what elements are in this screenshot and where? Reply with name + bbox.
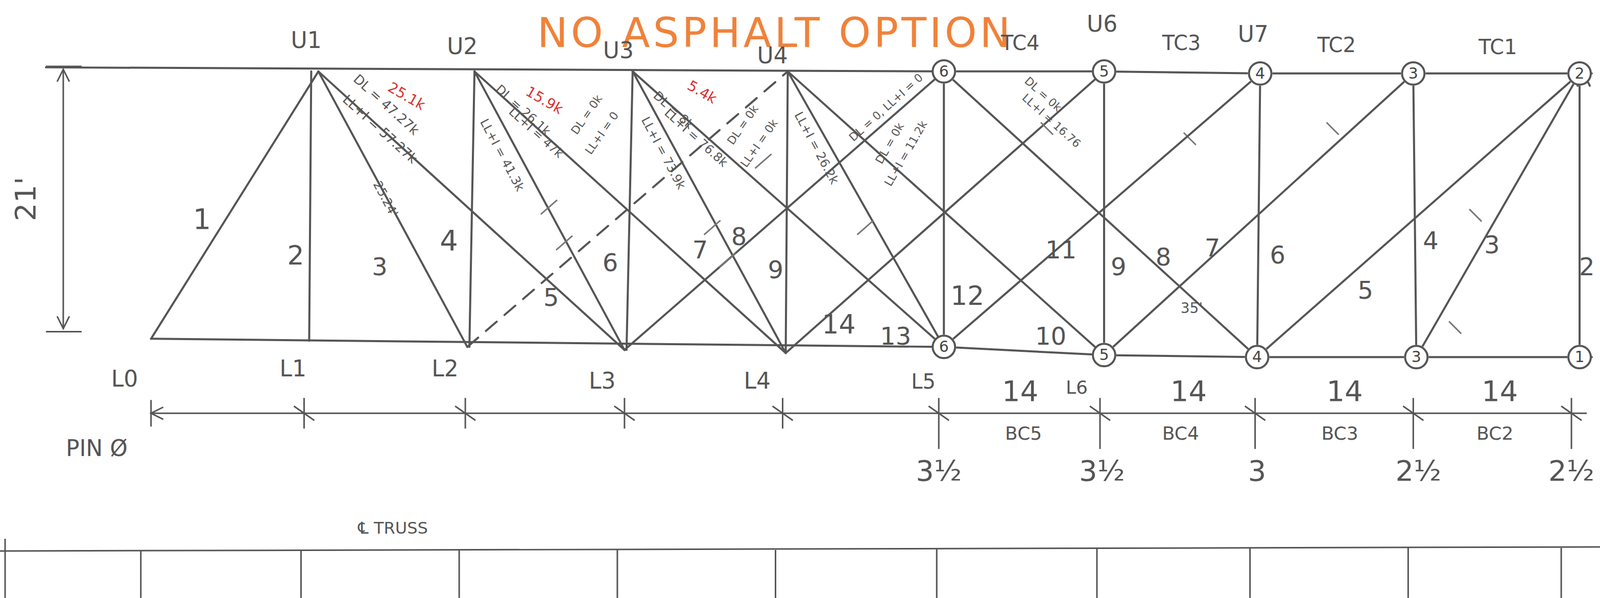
force-annotation: 25.24': [371, 179, 400, 220]
member-label: 14: [1001, 377, 1039, 407]
member-label: 3: [1484, 232, 1500, 258]
truss-member: [1425, 73, 1568, 75]
member-label: 10: [1035, 324, 1067, 349]
joint-number: 6: [939, 63, 949, 80]
truss-member: [1113, 81, 1405, 347]
member-label: 2: [1579, 255, 1595, 280]
joint-number: 4: [1255, 65, 1265, 82]
joint-number: 5: [1099, 63, 1109, 80]
member-label: U1: [290, 29, 322, 53]
truss-member: [1579, 85, 1581, 346]
joint-number: 2: [1574, 65, 1585, 82]
member-label: 1: [193, 205, 212, 234]
member-label: 7: [1204, 235, 1221, 261]
joint-circle: 6: [931, 334, 957, 360]
member-label: 2½: [1548, 457, 1595, 486]
member-label: BC4: [1162, 424, 1200, 443]
member-label: L2: [431, 357, 459, 381]
member-label: 9: [1110, 255, 1127, 280]
member-label: 3½: [1079, 457, 1126, 486]
joint-number: 6: [939, 339, 949, 355]
truss-member: [1103, 83, 1105, 344]
member-label: L0: [111, 368, 138, 391]
member-label: 3: [371, 255, 388, 280]
member-label: TC3: [1162, 32, 1201, 54]
member-label: ℄ TRUSS: [357, 520, 428, 537]
joint-number: 3: [1411, 349, 1422, 365]
member-label: 3½: [915, 457, 962, 486]
member-label: 2: [287, 242, 304, 269]
joint-circle: 1: [1567, 344, 1592, 370]
member-label: BC3: [1321, 424, 1359, 443]
joint-number: 5: [1099, 347, 1109, 363]
member-label: 6: [1270, 243, 1286, 268]
joint-number: 1: [1574, 349, 1585, 365]
member-label: BC2: [1476, 424, 1514, 443]
force-annotation: 5.4k: [685, 78, 720, 107]
member-label: 14: [1481, 377, 1518, 407]
member-label: TC4: [1000, 32, 1040, 54]
joint-number: 3: [1408, 65, 1419, 82]
member-label: 14: [1170, 377, 1207, 407]
joint-circle: 3: [1403, 344, 1429, 370]
member-label: 5: [1357, 278, 1374, 303]
force-annotation: 21': [11, 176, 40, 222]
member-label: 6: [602, 251, 619, 276]
member-label: L4: [744, 370, 771, 393]
truss-member: [943, 83, 945, 336]
joint-circle: 5: [1091, 59, 1117, 84]
member-label: U2: [446, 35, 478, 59]
truss-member: [1422, 84, 1574, 347]
truss-member: [1269, 356, 1405, 358]
member-label: PIN Ø: [65, 437, 128, 461]
member-label: L6: [1065, 378, 1088, 397]
member-label: 8: [1155, 245, 1172, 270]
member-label: 3: [1248, 457, 1267, 486]
member-label: L3: [588, 370, 616, 393]
member-label: TC1: [1478, 36, 1517, 58]
member-label: 5: [543, 285, 560, 310]
joint-circle: 4: [1245, 344, 1270, 370]
member-label: U3: [603, 39, 634, 63]
member-label: TC2: [1317, 34, 1356, 56]
truss-member: [1116, 355, 1246, 357]
member-label: U7: [1237, 23, 1269, 46]
joint-circle: 4: [1248, 61, 1273, 86]
truss-member: [1413, 85, 1417, 346]
member-label: 12: [950, 282, 985, 309]
member-label: 14: [821, 311, 856, 338]
member-label: 11: [1045, 237, 1077, 263]
joint-number: 4: [1252, 349, 1262, 365]
truss-member: [956, 70, 1092, 73]
member-label: 7: [692, 237, 709, 263]
truss-member: [1428, 356, 1568, 358]
member-label: 2½: [1395, 457, 1442, 486]
truss-member: [1272, 73, 1402, 75]
joint-circle: 5: [1091, 342, 1117, 368]
truss-member: [956, 347, 1092, 355]
truss-member: [952, 81, 1251, 340]
member-label: 9: [768, 258, 784, 283]
joint-circle: 3: [1400, 61, 1426, 86]
truss-member: [1116, 71, 1249, 74]
truss-member: [1266, 81, 1571, 350]
member-label: L1: [279, 357, 306, 381]
joint-circle: 2: [1567, 61, 1592, 86]
truss-member: [952, 79, 1249, 349]
member-label: 35': [1180, 300, 1203, 316]
member-label: 4: [1422, 228, 1439, 254]
member-label: U4: [757, 44, 788, 68]
member-label: L5: [911, 371, 936, 392]
member-label: 4: [439, 226, 459, 256]
member-label: 8: [731, 224, 748, 250]
member-label: 14: [1326, 377, 1364, 407]
member-label: U6: [1086, 13, 1118, 36]
joint-circle: 6: [931, 59, 957, 84]
member-label: BC5: [1005, 424, 1042, 443]
member-label: 13: [879, 324, 912, 349]
